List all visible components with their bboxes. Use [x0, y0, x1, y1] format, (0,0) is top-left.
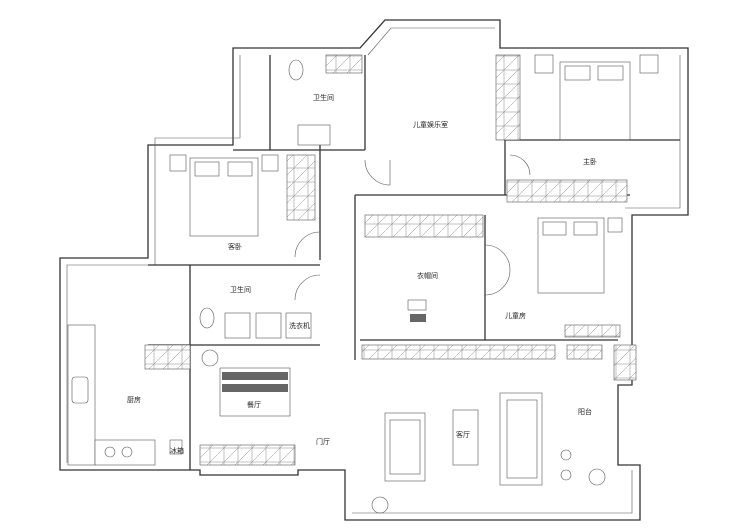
label-kids-room: 儿童房: [505, 311, 526, 320]
label-kids-play: 儿童娱乐室: [413, 120, 448, 129]
label-kitchen: 厨房: [127, 395, 141, 404]
label-laundry: 洗衣机: [289, 321, 310, 330]
label-living: 客厅: [456, 430, 470, 439]
label-master-bedroom: 主卧: [583, 157, 597, 166]
label-bathroom-top: 卫生间: [313, 93, 334, 102]
room-labels: 卫生间 儿童娱乐室 主卧 客卧 卫生间 衣帽间 洗衣机 儿童房 厨房 餐厅 门厅…: [127, 93, 597, 455]
label-closet: 衣帽间: [417, 271, 438, 280]
furniture: [71, 54, 659, 514]
label-bathroom-mid: 卫生间: [230, 285, 251, 294]
label-balcony: 阳台: [578, 407, 592, 416]
label-foyer: 门厅: [316, 437, 330, 446]
label-guest-bedroom: 客卧: [228, 242, 242, 251]
cabinets: [67, 54, 637, 466]
label-fridge: 冰箱: [170, 446, 184, 455]
label-dining: 餐厅: [247, 400, 261, 409]
doors: [294, 154, 531, 301]
outer-walls: [59, 19, 689, 521]
interior-walls: [148, 55, 680, 470]
